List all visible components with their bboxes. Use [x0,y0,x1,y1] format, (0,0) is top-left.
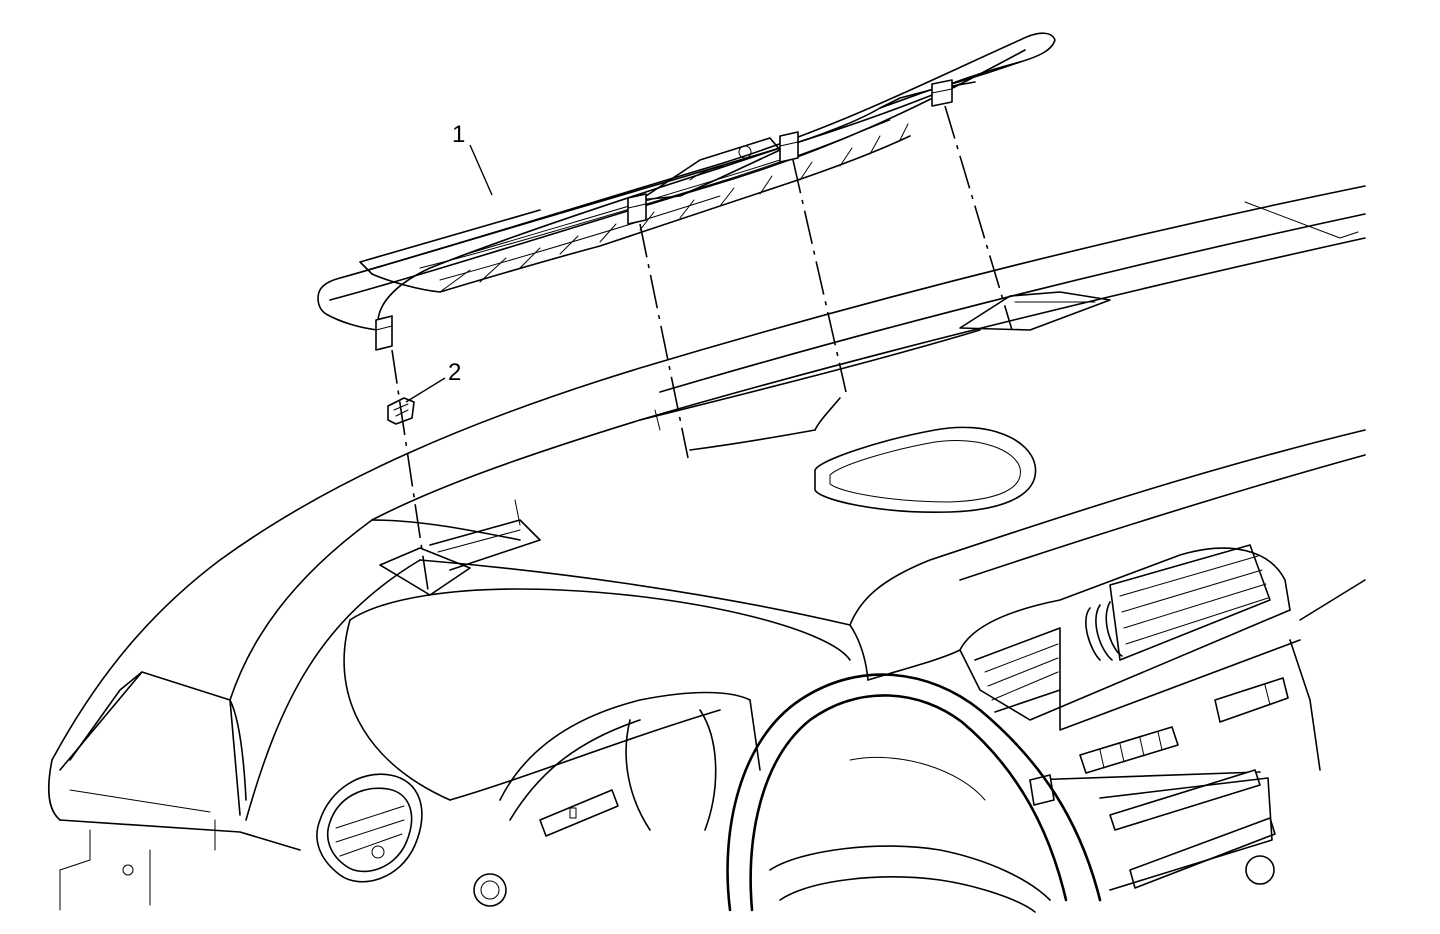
callout-2-label: 2 [448,359,461,386]
instrument-panel-top-cover [317,32,1056,351]
instrument-panel-upper-trim [47,185,1366,913]
callout-2: 2 [405,359,461,403]
callout-1-label: 1 [452,121,465,148]
callout-2-leader [405,377,446,403]
callout-1-leader [469,144,493,196]
callout-1: 1 [452,121,493,196]
alignment-lines [391,105,1013,591]
